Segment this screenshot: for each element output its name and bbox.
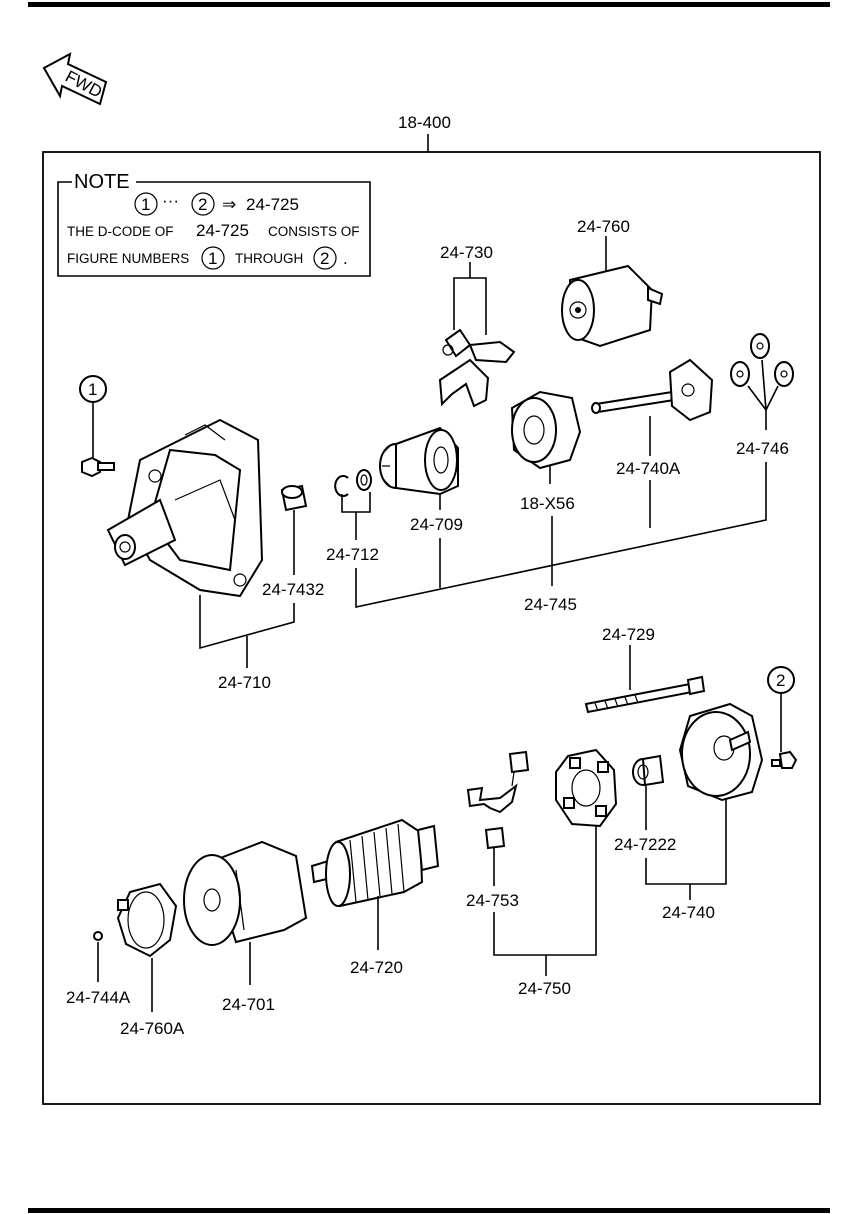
assembly-code-label[interactable]: 18-400 (398, 113, 451, 132)
label-24-740[interactable]: 24-740 (662, 903, 715, 922)
commutator-end-frame-24-740[interactable] (678, 702, 764, 802)
note-range-code: 24-725 (246, 195, 299, 214)
note-line3-mid: THROUGH (235, 251, 303, 266)
bolt-icon[interactable] (771, 750, 798, 769)
leader-24-746 (747, 359, 779, 430)
label-24-744A[interactable]: 24-744A (66, 988, 131, 1007)
svg-text:1: 1 (88, 380, 97, 399)
label-18-X56[interactable]: 18-X56 (520, 494, 575, 513)
bushing-24-7432[interactable] (280, 484, 308, 512)
field-frame-24-701[interactable] (183, 840, 308, 946)
note-border (57, 181, 371, 277)
note-range-dots: ··· (162, 191, 179, 210)
note-title: NOTE (74, 171, 130, 193)
dust-cover-24-760A[interactable] (116, 882, 178, 958)
brush-plate-24-750[interactable] (555, 748, 618, 828)
label-24-712[interactable]: 24-712 (326, 545, 379, 564)
note-line3-pre: FIGURE NUMBERS (67, 251, 189, 266)
label-24-729[interactable]: 24-729 (602, 625, 655, 644)
brush-holder-24-753[interactable] (466, 750, 530, 850)
shift-lever-24-730[interactable] (438, 328, 516, 408)
steel-ball-24-744A[interactable] (93, 931, 103, 941)
label-24-709[interactable]: 24-709 (410, 515, 463, 534)
note-box: NOTE 1 ··· 2 ⇒ 24-725 THE D-CODE OF 24-7… (57, 171, 371, 277)
circled-number-icon (201, 246, 225, 270)
label-24-760[interactable]: 24-760 (577, 217, 630, 236)
assembly-frame (42, 151, 821, 1105)
bottom-rule (28, 1208, 830, 1213)
label-24-701[interactable]: 24-701 (222, 995, 275, 1014)
bracket-24-710 (199, 595, 295, 650)
drive-housing-24-710[interactable] (106, 418, 264, 598)
through-bolt-24-729[interactable] (584, 675, 706, 714)
armature-24-720[interactable] (310, 818, 440, 908)
circled-number-icon (191, 192, 215, 216)
svg-text:2: 2 (776, 671, 785, 690)
fwd-arrow-icon: FWD (42, 52, 108, 106)
bracket-24-730 (453, 277, 487, 335)
bracket-clutch-group (355, 462, 767, 608)
output-shaft-24-740A[interactable] (591, 358, 714, 422)
label-24-710[interactable]: 24-710 (218, 673, 271, 692)
label-24-7222[interactable]: 24-7222 (614, 835, 676, 854)
label-24-740A[interactable]: 24-740A (616, 459, 681, 478)
label-24-7432[interactable]: 24-7432 (262, 580, 324, 599)
circled-number-icon (313, 246, 337, 270)
note-arrow: ⇒ (222, 195, 236, 214)
label-24-720[interactable]: 24-720 (350, 958, 403, 977)
bolt-icon[interactable] (81, 456, 115, 478)
top-rule (28, 2, 830, 7)
note-line2-pre: THE D-CODE OF (67, 224, 174, 239)
circled-number-icon (134, 192, 158, 216)
bracket-24-750 (493, 826, 597, 956)
gear-housing-18-X56[interactable] (510, 390, 582, 470)
label-24-750[interactable]: 24-750 (518, 979, 571, 998)
callout-marker-1[interactable]: 1 (79, 375, 107, 403)
bracket-24-740 (645, 798, 727, 885)
note-line3-num2: 2 (320, 249, 329, 268)
snap-ring-24-712[interactable] (334, 469, 372, 497)
note-line2-code: 24-725 (196, 221, 249, 240)
note-line3-num1: 1 (208, 249, 217, 268)
solenoid-24-760[interactable] (561, 264, 664, 348)
label-24-760A[interactable]: 24-760A (120, 1019, 185, 1038)
note-line3-end: . (343, 249, 348, 268)
planetary-gears-24-746[interactable] (730, 333, 794, 387)
bushing-24-7222[interactable] (632, 754, 665, 787)
note-range-start: 1 (141, 195, 150, 214)
clutch-gear-24-709[interactable] (379, 426, 459, 496)
label-24-730[interactable]: 24-730 (440, 243, 493, 262)
label-24-745[interactable]: 24-745 (524, 595, 577, 614)
note-line2-post: CONSISTS OF (268, 224, 360, 239)
label-24-746[interactable]: 24-746 (736, 439, 789, 458)
callout-marker-2[interactable]: 2 (767, 666, 795, 694)
label-24-753[interactable]: 24-753 (466, 891, 519, 910)
note-range-end: 2 (198, 195, 207, 214)
